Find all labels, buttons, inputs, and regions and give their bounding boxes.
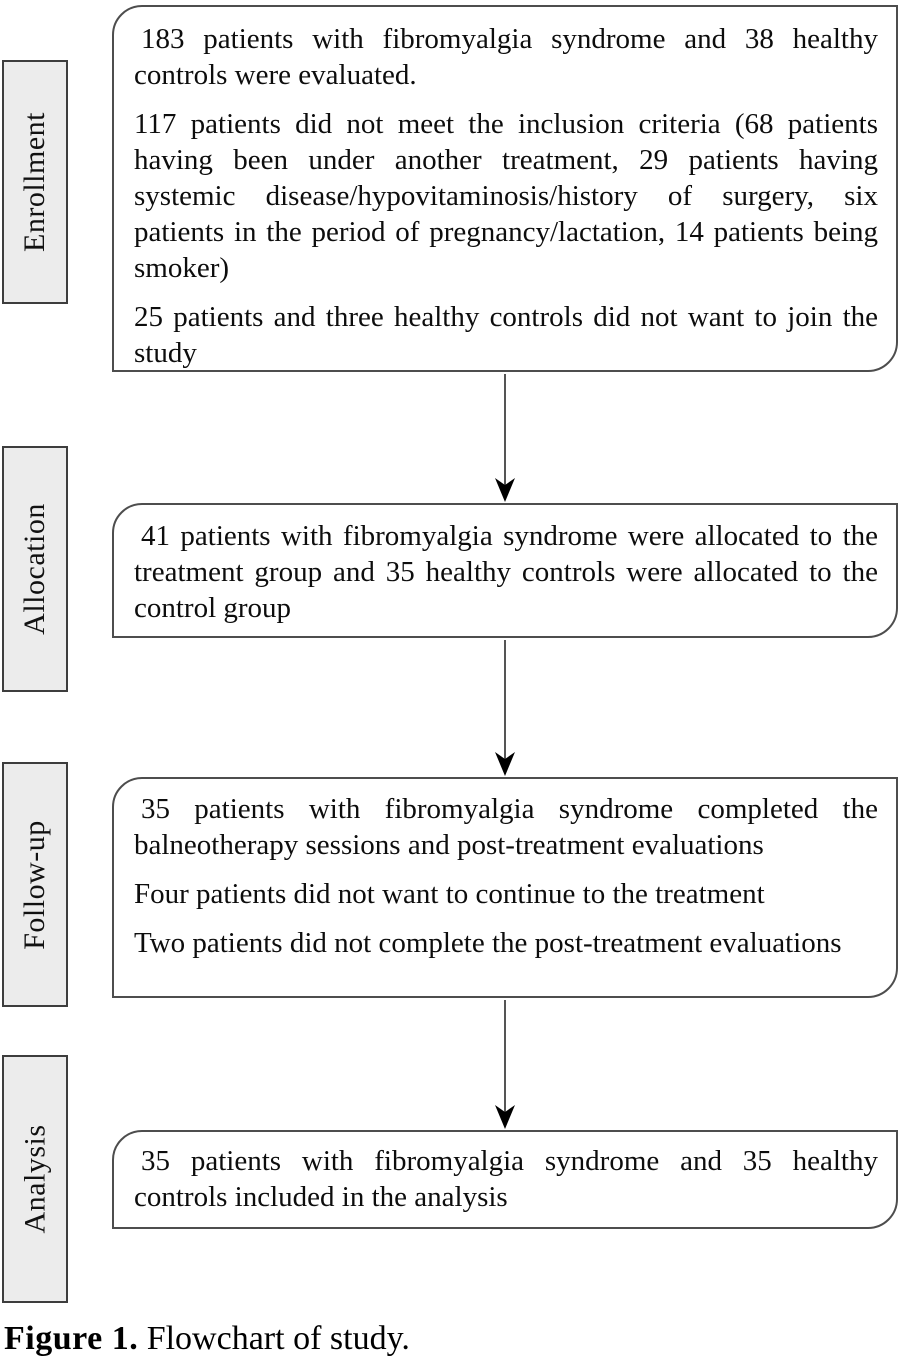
enrollment-paragraph-exclusions: 117 patients did not meet the inclusion …	[134, 108, 878, 284]
flow-box-enrollment: 183 patients with fibromyalgia syndrome …	[112, 5, 898, 372]
stage-label-analysis: Analysis	[2, 1055, 68, 1303]
flow-box-allocation: 41 patients with fibromyalgia syndrome w…	[112, 503, 898, 638]
allocation-paragraph: 41 patients with fibromyalgia syndrome w…	[134, 520, 878, 624]
enrollment-paragraph-evaluated: 183 patients with fibromyalgia syndrome …	[134, 23, 878, 91]
stage-label-enrollment-text: Enrollment	[18, 112, 52, 252]
stage-label-allocation: Allocation	[2, 446, 68, 692]
arrow-allocation-to-followup-icon	[495, 640, 515, 776]
figure-caption: Figure 1. Flowchart of study.	[4, 1320, 410, 1358]
figure-caption-label: Figure 1.	[4, 1320, 139, 1357]
analysis-paragraph: 35 patients with fibromyalgia syndrome a…	[134, 1145, 878, 1213]
flow-box-analysis: 35 patients with fibromyalgia syndrome a…	[112, 1130, 898, 1229]
stage-label-analysis-text: Analysis	[18, 1124, 51, 1234]
followup-paragraph-discontinued: Four patients did not want to continue t…	[134, 878, 765, 910]
followup-paragraph-completed: 35 patients with fibromyalgia syndrome c…	[134, 793, 878, 861]
flow-box-followup: 35 patients with fibromyalgia syndrome c…	[112, 777, 898, 998]
stage-label-followup-text: Follow-up	[18, 819, 52, 950]
stage-label-followup: Follow-up	[2, 762, 68, 1007]
enrollment-paragraph-declined: 25 patients and three healthy controls d…	[134, 301, 878, 369]
arrow-enrollment-to-allocation-icon	[495, 374, 515, 502]
stage-label-enrollment: Enrollment	[2, 60, 68, 304]
figure-caption-text: Flowchart of study.	[146, 1320, 410, 1357]
stage-label-allocation-text: Allocation	[18, 503, 52, 635]
arrow-followup-to-analysis-icon	[495, 1000, 515, 1129]
followup-paragraph-incomplete: Two patients did not complete the post-t…	[134, 927, 842, 959]
